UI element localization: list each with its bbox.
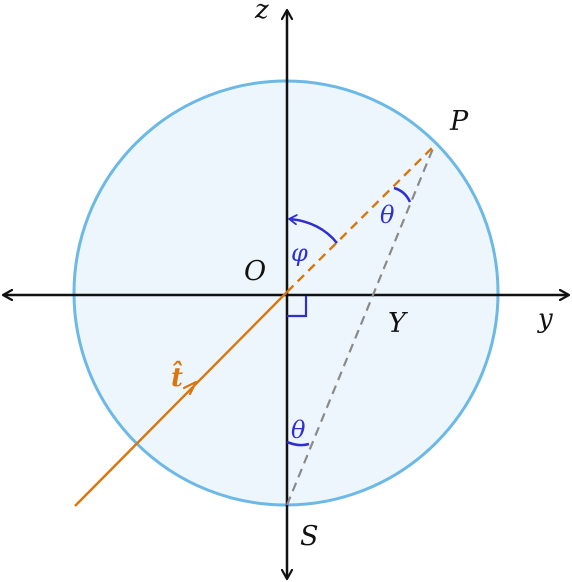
angle-theta-bottom-label: θ [291,416,306,444]
right-angle-mark [287,296,308,318]
line-t-solid [74,291,288,507]
line-t-dashed [286,145,435,293]
theta-arc-top [393,186,412,203]
phi-angle-arc [288,214,338,244]
point-y-label: Y [388,308,408,339]
z-axis-label: z [254,0,269,25]
line-sp-dashed [285,145,436,506]
point-s-label: S [300,521,319,552]
theta-arc-bottom [286,440,310,447]
angle-theta-top-label: θ [380,201,395,229]
vector-t-label: t̂ [171,360,183,393]
y-axis-label: y [537,304,553,334]
point-p-label: P [449,106,469,137]
origin-label: O [244,256,266,287]
t-direction-arrow-icon [182,380,198,396]
angle-phi-label: φ [291,239,308,267]
